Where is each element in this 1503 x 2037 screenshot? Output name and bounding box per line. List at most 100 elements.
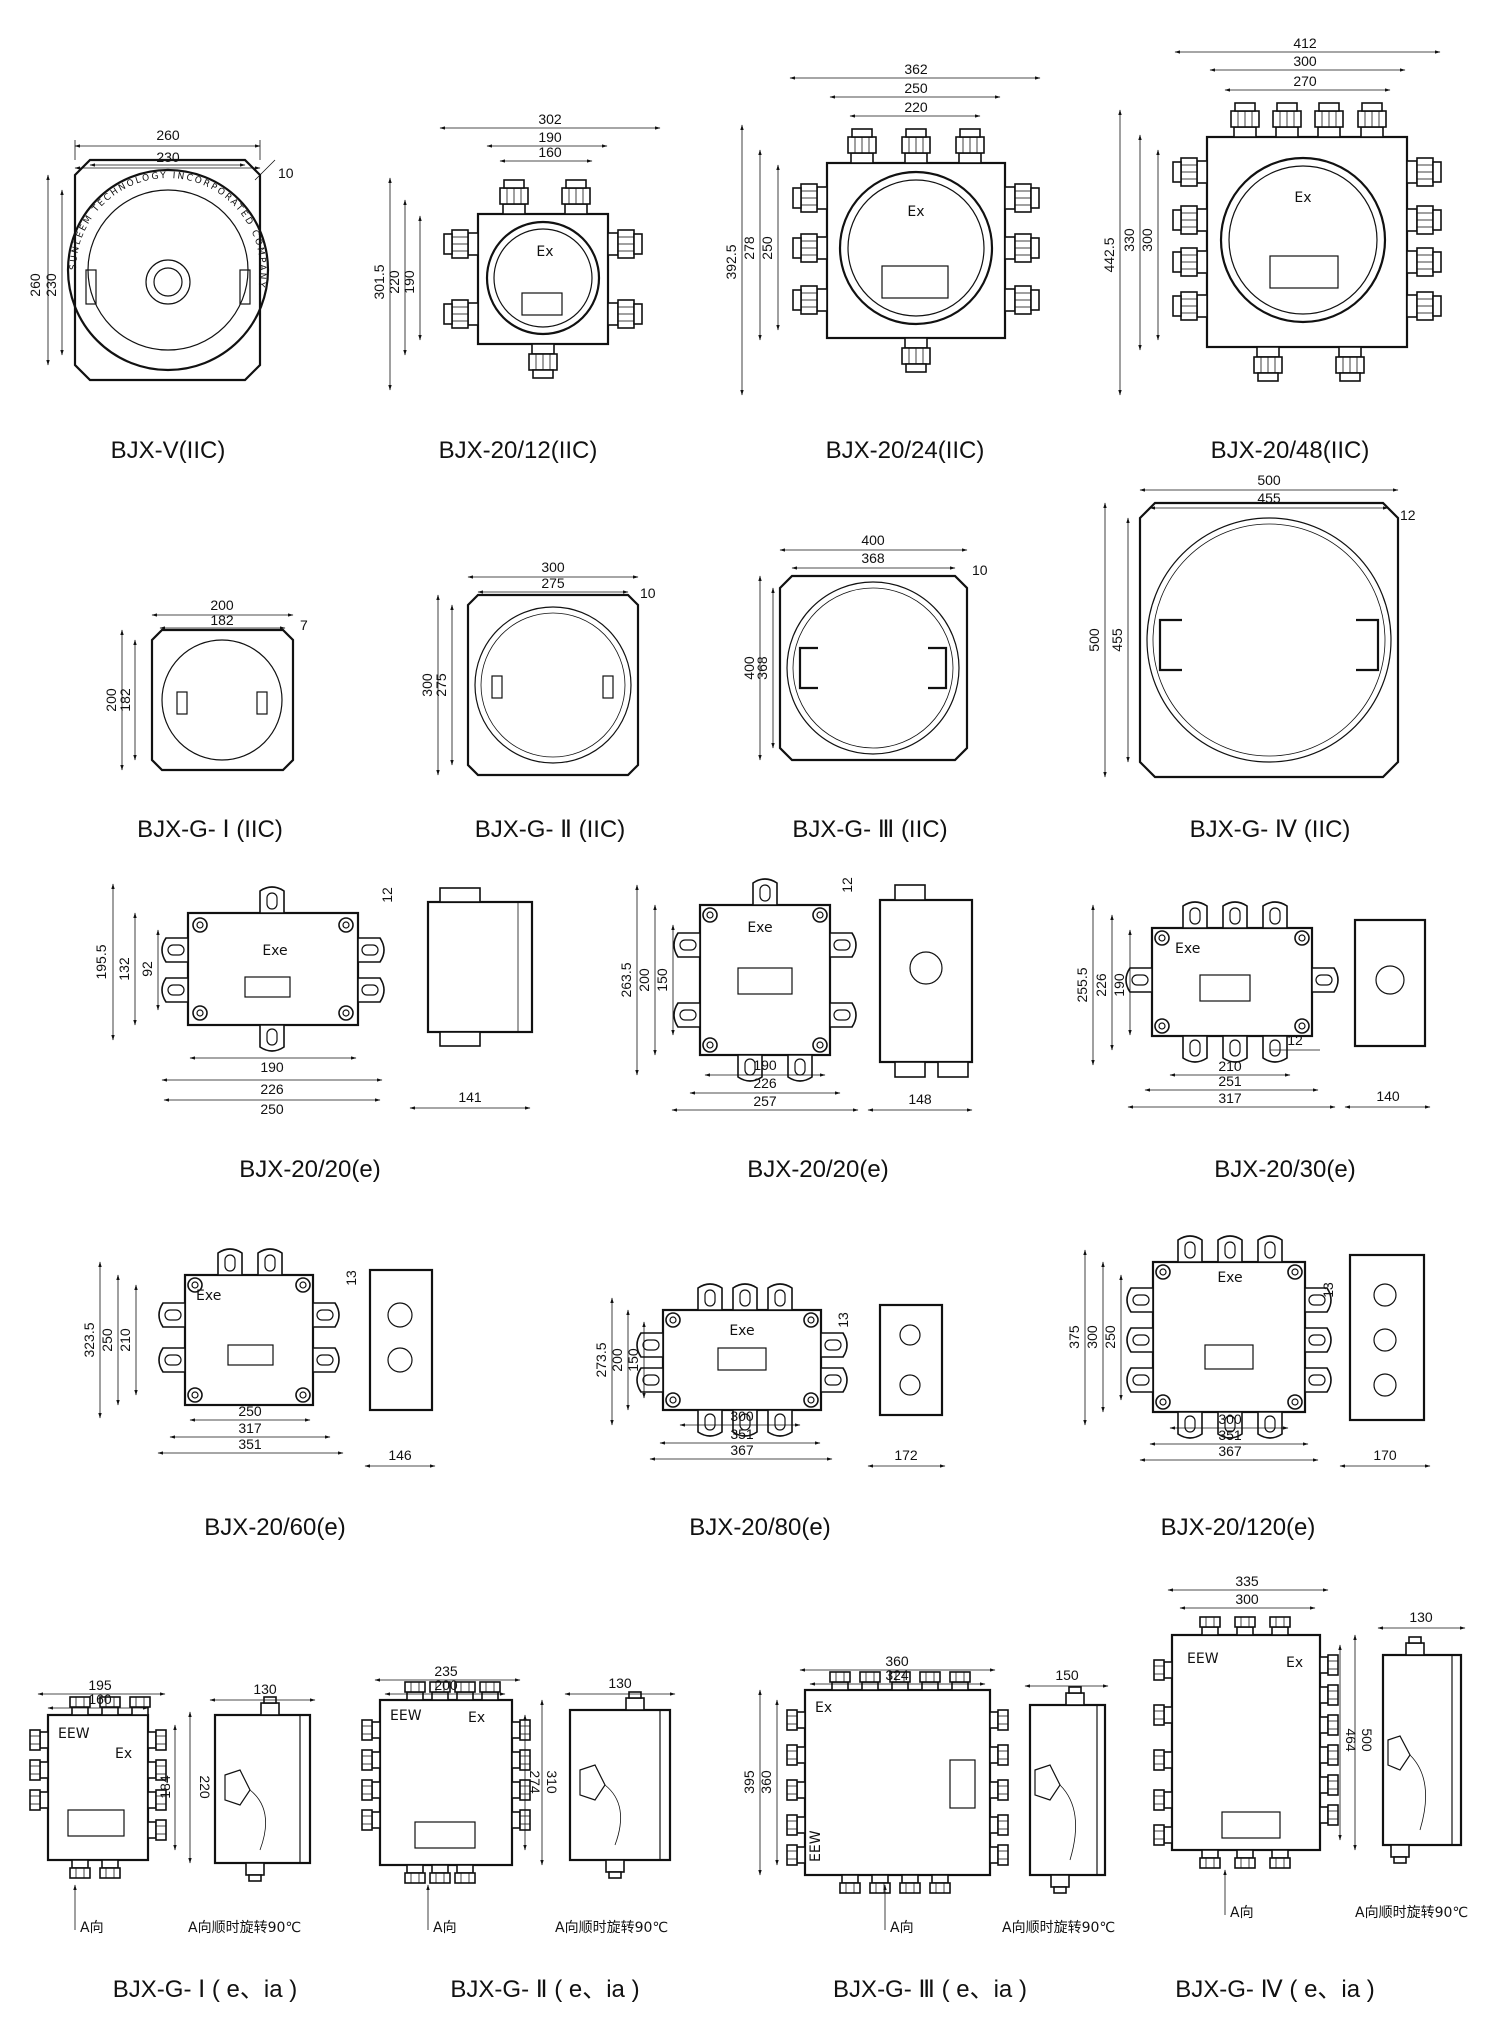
dim-text: 351 xyxy=(1218,1427,1242,1443)
ex-mark: Ex xyxy=(115,1746,132,1762)
dim-text: 273.5 xyxy=(593,1342,609,1377)
dim-text: 130 xyxy=(253,1681,277,1697)
dim-text: 250 xyxy=(759,236,775,260)
dim-text: 392.5 xyxy=(723,244,739,279)
dim-text: 200 xyxy=(636,968,652,992)
dim-text: 300 xyxy=(1139,228,1155,252)
dim-text: 250 xyxy=(260,1101,284,1117)
dim-text: 150 xyxy=(654,968,670,992)
caption: BJX-G- Ⅲ (IIC) xyxy=(792,816,947,843)
dim-text: 13 xyxy=(343,1270,359,1286)
rotate-note: A向顺时旋转90℃ xyxy=(188,1920,301,1936)
ex-mark: Ex xyxy=(907,204,924,220)
drawing-bjx-g-3-eia: 360 324 150 395 360 Ex EEW A向 A向顺时旋转90℃ xyxy=(741,1653,1115,1936)
dim-text: 250 xyxy=(99,1328,115,1352)
drawing-bjx-g-1-eia: 195 160 130 184 220 EEW Ex A向 A向顺时旋转90℃ xyxy=(29,1677,316,1936)
dim-text: 132 xyxy=(116,957,132,981)
dim-text: 278 xyxy=(741,236,757,260)
dim-text: 302 xyxy=(538,111,562,127)
dim-text: 260 xyxy=(27,273,43,297)
dim-text: 335 xyxy=(1235,1573,1259,1589)
drawing-bjx-20-30-e: 210 251 317 140 12 255.5 226 190 Exe xyxy=(1074,901,1431,1109)
drawing-bjx-20-48: 412 300 270 442.5 330 300 Ex xyxy=(1101,35,1442,396)
dim-text: 301.5 xyxy=(371,264,387,299)
ex-mark: Ex xyxy=(468,1710,485,1726)
dim-text: 300 xyxy=(1218,1411,1242,1427)
dim-text: 255.5 xyxy=(1074,967,1090,1002)
rotate-note: A向顺时旋转90℃ xyxy=(1355,1905,1468,1921)
dim-text: 160 xyxy=(88,1691,112,1707)
dim-text: 10 xyxy=(972,562,988,578)
dim-text: 10 xyxy=(640,585,656,601)
dim-text: 442.5 xyxy=(1101,237,1117,272)
dim-text: 500 xyxy=(1359,1728,1375,1752)
dim-text: 226 xyxy=(1093,973,1109,997)
drawing-bjx-20-20-e-b: 190 226 257 148 263.5 200 150 12 Exe xyxy=(618,877,974,1112)
dim-text: 250 xyxy=(904,80,928,96)
dim-text: 455 xyxy=(1109,628,1125,652)
dim-text: 12 xyxy=(1400,507,1416,523)
drawing-bjx-20-80-e: 300 351 367 172 273.5 200 150 13 Exe xyxy=(593,1283,946,1468)
dim-text: 220 xyxy=(386,270,402,294)
rotate-note: A向顺时旋转90℃ xyxy=(555,1920,668,1936)
drawing-bjx-20-120-e: 300 351 367 170 375 300 250 13 Exe xyxy=(1066,1235,1431,1468)
dim-text: 130 xyxy=(1409,1609,1433,1625)
dim-text: 412 xyxy=(1293,35,1317,51)
dim-text: 360 xyxy=(758,1770,774,1794)
dim-text: 130 xyxy=(608,1675,632,1691)
view-a-label: A向 xyxy=(890,1920,914,1936)
dim-text: 368 xyxy=(754,656,770,680)
dim-text: 464 xyxy=(1343,1728,1359,1752)
dim-text: 360 xyxy=(885,1653,909,1669)
dim-text: 400 xyxy=(741,656,757,680)
dim-text: 250 xyxy=(1102,1325,1118,1349)
dim-text: 220 xyxy=(197,1775,213,1799)
dim-text: 317 xyxy=(1218,1090,1242,1106)
dim-text: 300 xyxy=(1235,1591,1259,1607)
dim-text: 500 xyxy=(1086,628,1102,652)
dim-text: 170 xyxy=(1373,1447,1397,1463)
dim-text: 140 xyxy=(1376,1088,1400,1104)
dim-text: 251 xyxy=(1218,1073,1242,1089)
eew-logo: EEW xyxy=(58,1726,90,1742)
dim-text: 400 xyxy=(861,532,885,548)
dim-text: 362 xyxy=(904,61,928,77)
dim-text: 275 xyxy=(541,575,565,591)
dim-text: 13 xyxy=(1320,1282,1336,1298)
drawing-bjx-20-60-e: 250 317 351 146 323.5 250 210 13 Exe xyxy=(81,1248,436,1468)
dim-text: 368 xyxy=(861,550,885,566)
caption: BJX-20/30(e) xyxy=(1214,1156,1355,1183)
dim-text: 146 xyxy=(388,1447,412,1463)
caption: BJX-20/20(e) xyxy=(747,1156,888,1183)
dim-text: 220 xyxy=(904,99,928,115)
dim-text: 230 xyxy=(43,273,59,297)
dim-text: 263.5 xyxy=(618,962,634,997)
caption: BJX-20/60(e) xyxy=(204,1514,345,1541)
dim-text: 210 xyxy=(117,1328,133,1352)
dim-text: 200 xyxy=(434,1677,458,1693)
exe-mark: Exe xyxy=(729,1323,754,1339)
caption: BJX-20/80(e) xyxy=(689,1514,830,1541)
caption: BJX-G- Ⅰ (IIC) xyxy=(137,816,283,843)
dim-text: 351 xyxy=(238,1436,262,1452)
eew-logo: EEW xyxy=(1187,1651,1219,1667)
dim-text: 12 xyxy=(839,877,855,893)
caption: BJX-20/20(e) xyxy=(239,1156,380,1183)
dim-text: 13 xyxy=(835,1312,851,1328)
exe-mark: Exe xyxy=(262,943,287,959)
dim-text: 317 xyxy=(238,1420,262,1436)
dim-text: 160 xyxy=(538,144,562,160)
dim-text: 300 xyxy=(419,673,435,697)
dim-text: 257 xyxy=(753,1093,777,1109)
caption: BJX-G- Ⅳ (IIC) xyxy=(1190,816,1351,843)
drawing-bjx-20-20-e-a: 190 226 250 141 195.5 132 92 12 Exe xyxy=(93,883,534,1117)
dim-text: 300 xyxy=(541,559,565,575)
dim-text: 300 xyxy=(730,1408,754,1424)
exe-mark: Exe xyxy=(196,1288,221,1304)
dim-text: 300 xyxy=(1293,53,1317,69)
dim-text: 200 xyxy=(609,1348,625,1372)
ex-mark: Ex xyxy=(1294,190,1311,206)
dim-text: 12 xyxy=(379,887,395,903)
ex-mark: Ex xyxy=(536,244,553,260)
